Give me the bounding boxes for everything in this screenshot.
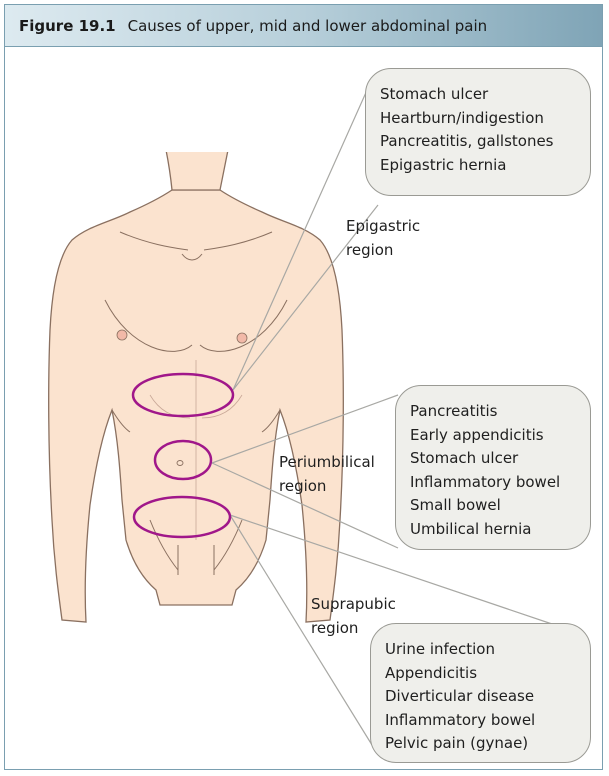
cause-item: Inflammatory bowel <box>385 710 536 729</box>
cause-item: Pelvic pain (gynae) <box>385 734 529 752</box>
cause-item: Inflammatory bowel <box>410 472 561 491</box>
suprapubic-region-label: Suprapubic region <box>311 595 396 637</box>
cause-item: Small bowel <box>410 496 501 514</box>
periumbilical-causes-list: Pancreatitis Early appendicitis Stomach … <box>410 400 590 541</box>
cause-item: Stomach ulcer <box>380 85 489 103</box>
periumbilical-causes-box: Pancreatitis Early appendicitis Stomach … <box>395 385 591 550</box>
figure-header: Figure 19.1 Causes of upper, mid and low… <box>5 5 602 47</box>
cause-item: Urine infection <box>385 640 495 658</box>
suprapubic-causes-list: Urine infection Appendicitis Diverticula… <box>385 638 590 756</box>
cause-item: Heartburn/indigestion <box>380 108 544 127</box>
epigastric-causes-list: Stomach ulcer Heartburn/indigestion Panc… <box>380 83 590 177</box>
cause-item: Epigastric hernia <box>380 155 507 174</box>
cause-item: Umbilical hernia <box>410 519 532 538</box>
suprapubic-region-ring <box>132 495 232 539</box>
epigastric-causes-box: Stomach ulcer Heartburn/indigestion Panc… <box>365 68 591 196</box>
figure-title: Causes of upper, mid and lower abdominal… <box>127 16 488 35</box>
cause-item: Pancreatitis, gallstones <box>380 132 554 150</box>
suprapubic-causes-box: Urine infection Appendicitis Diverticula… <box>370 623 591 763</box>
periumbilical-region-label: Periumbilical region <box>279 453 375 495</box>
cause-item: Pancreatitis <box>410 402 498 420</box>
epigastric-region-label: Epigastric region <box>346 217 421 259</box>
neck <box>165 149 229 191</box>
right-nipple <box>236 332 248 344</box>
periumbilical-region-ring <box>153 439 213 481</box>
navel <box>176 460 184 466</box>
left-nipple <box>116 329 128 341</box>
epigastric-region-ring <box>131 372 235 418</box>
cause-item: Appendicitis <box>385 663 478 682</box>
cause-item: Early appendicitis <box>410 425 544 444</box>
connector-lines <box>211 87 556 746</box>
cause-item: Stomach ulcer <box>410 449 519 467</box>
cause-item: Diverticular disease <box>385 687 535 705</box>
figure-number: Figure 19.1 <box>19 16 116 35</box>
